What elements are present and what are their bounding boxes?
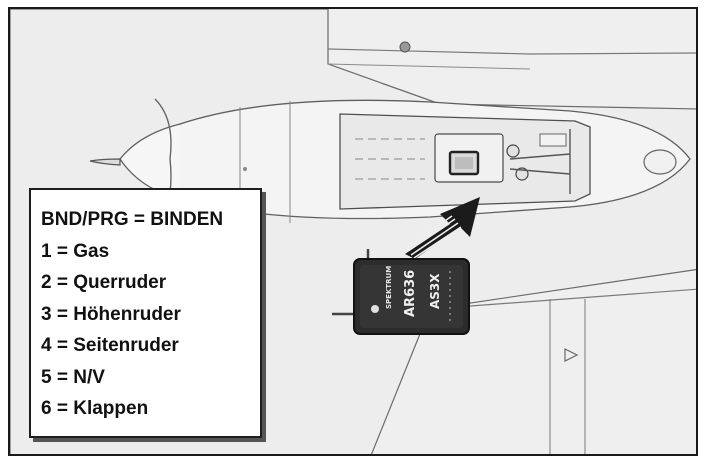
bay-plate — [539, 133, 567, 147]
wing-bolt — [399, 41, 411, 53]
receiver-brand-label: SPEKTRUM — [385, 266, 393, 309]
legend-line-channel-2: 2 = Querruder — [41, 272, 167, 293]
receiver-unit — [332, 249, 470, 335]
receiver-badge-label: AS3X — [428, 273, 442, 309]
servo-1 — [506, 144, 520, 158]
legend-line-channel-6: 6 = Klappen — [41, 398, 149, 419]
legend-line-channel-3: 3 = Höhenruder — [41, 303, 181, 325]
wing-edge-bottom — [429, 288, 696, 310]
insert-arrow — [405, 197, 480, 259]
pushrods — [509, 129, 571, 194]
wing-hatch-mark — [564, 348, 579, 362]
servo-2 — [515, 167, 529, 181]
canopy-knob — [643, 149, 677, 175]
wing-edge-top — [327, 48, 696, 55]
legend-line-channel-4: 4 = Seitenruder — [41, 335, 179, 356]
spinner — [89, 158, 121, 166]
receiver-model-label: AR636 — [403, 270, 418, 317]
receiver-slot-inner — [455, 157, 473, 169]
legend-line-channel-1: 1 = Gas — [41, 240, 110, 262]
legend-line-bind: BND/PRG = BINDEN — [41, 209, 224, 230]
legend-line-channel-5: 5 = N/V — [41, 366, 105, 388]
channel-legend: BND/PRG = BINDEN 1 = Gas 2 = Querruder 3… — [29, 188, 262, 438]
fuselage-dot — [243, 167, 247, 171]
wing-edge-top-2 — [327, 63, 531, 70]
bay-dash-1 — [355, 138, 425, 180]
